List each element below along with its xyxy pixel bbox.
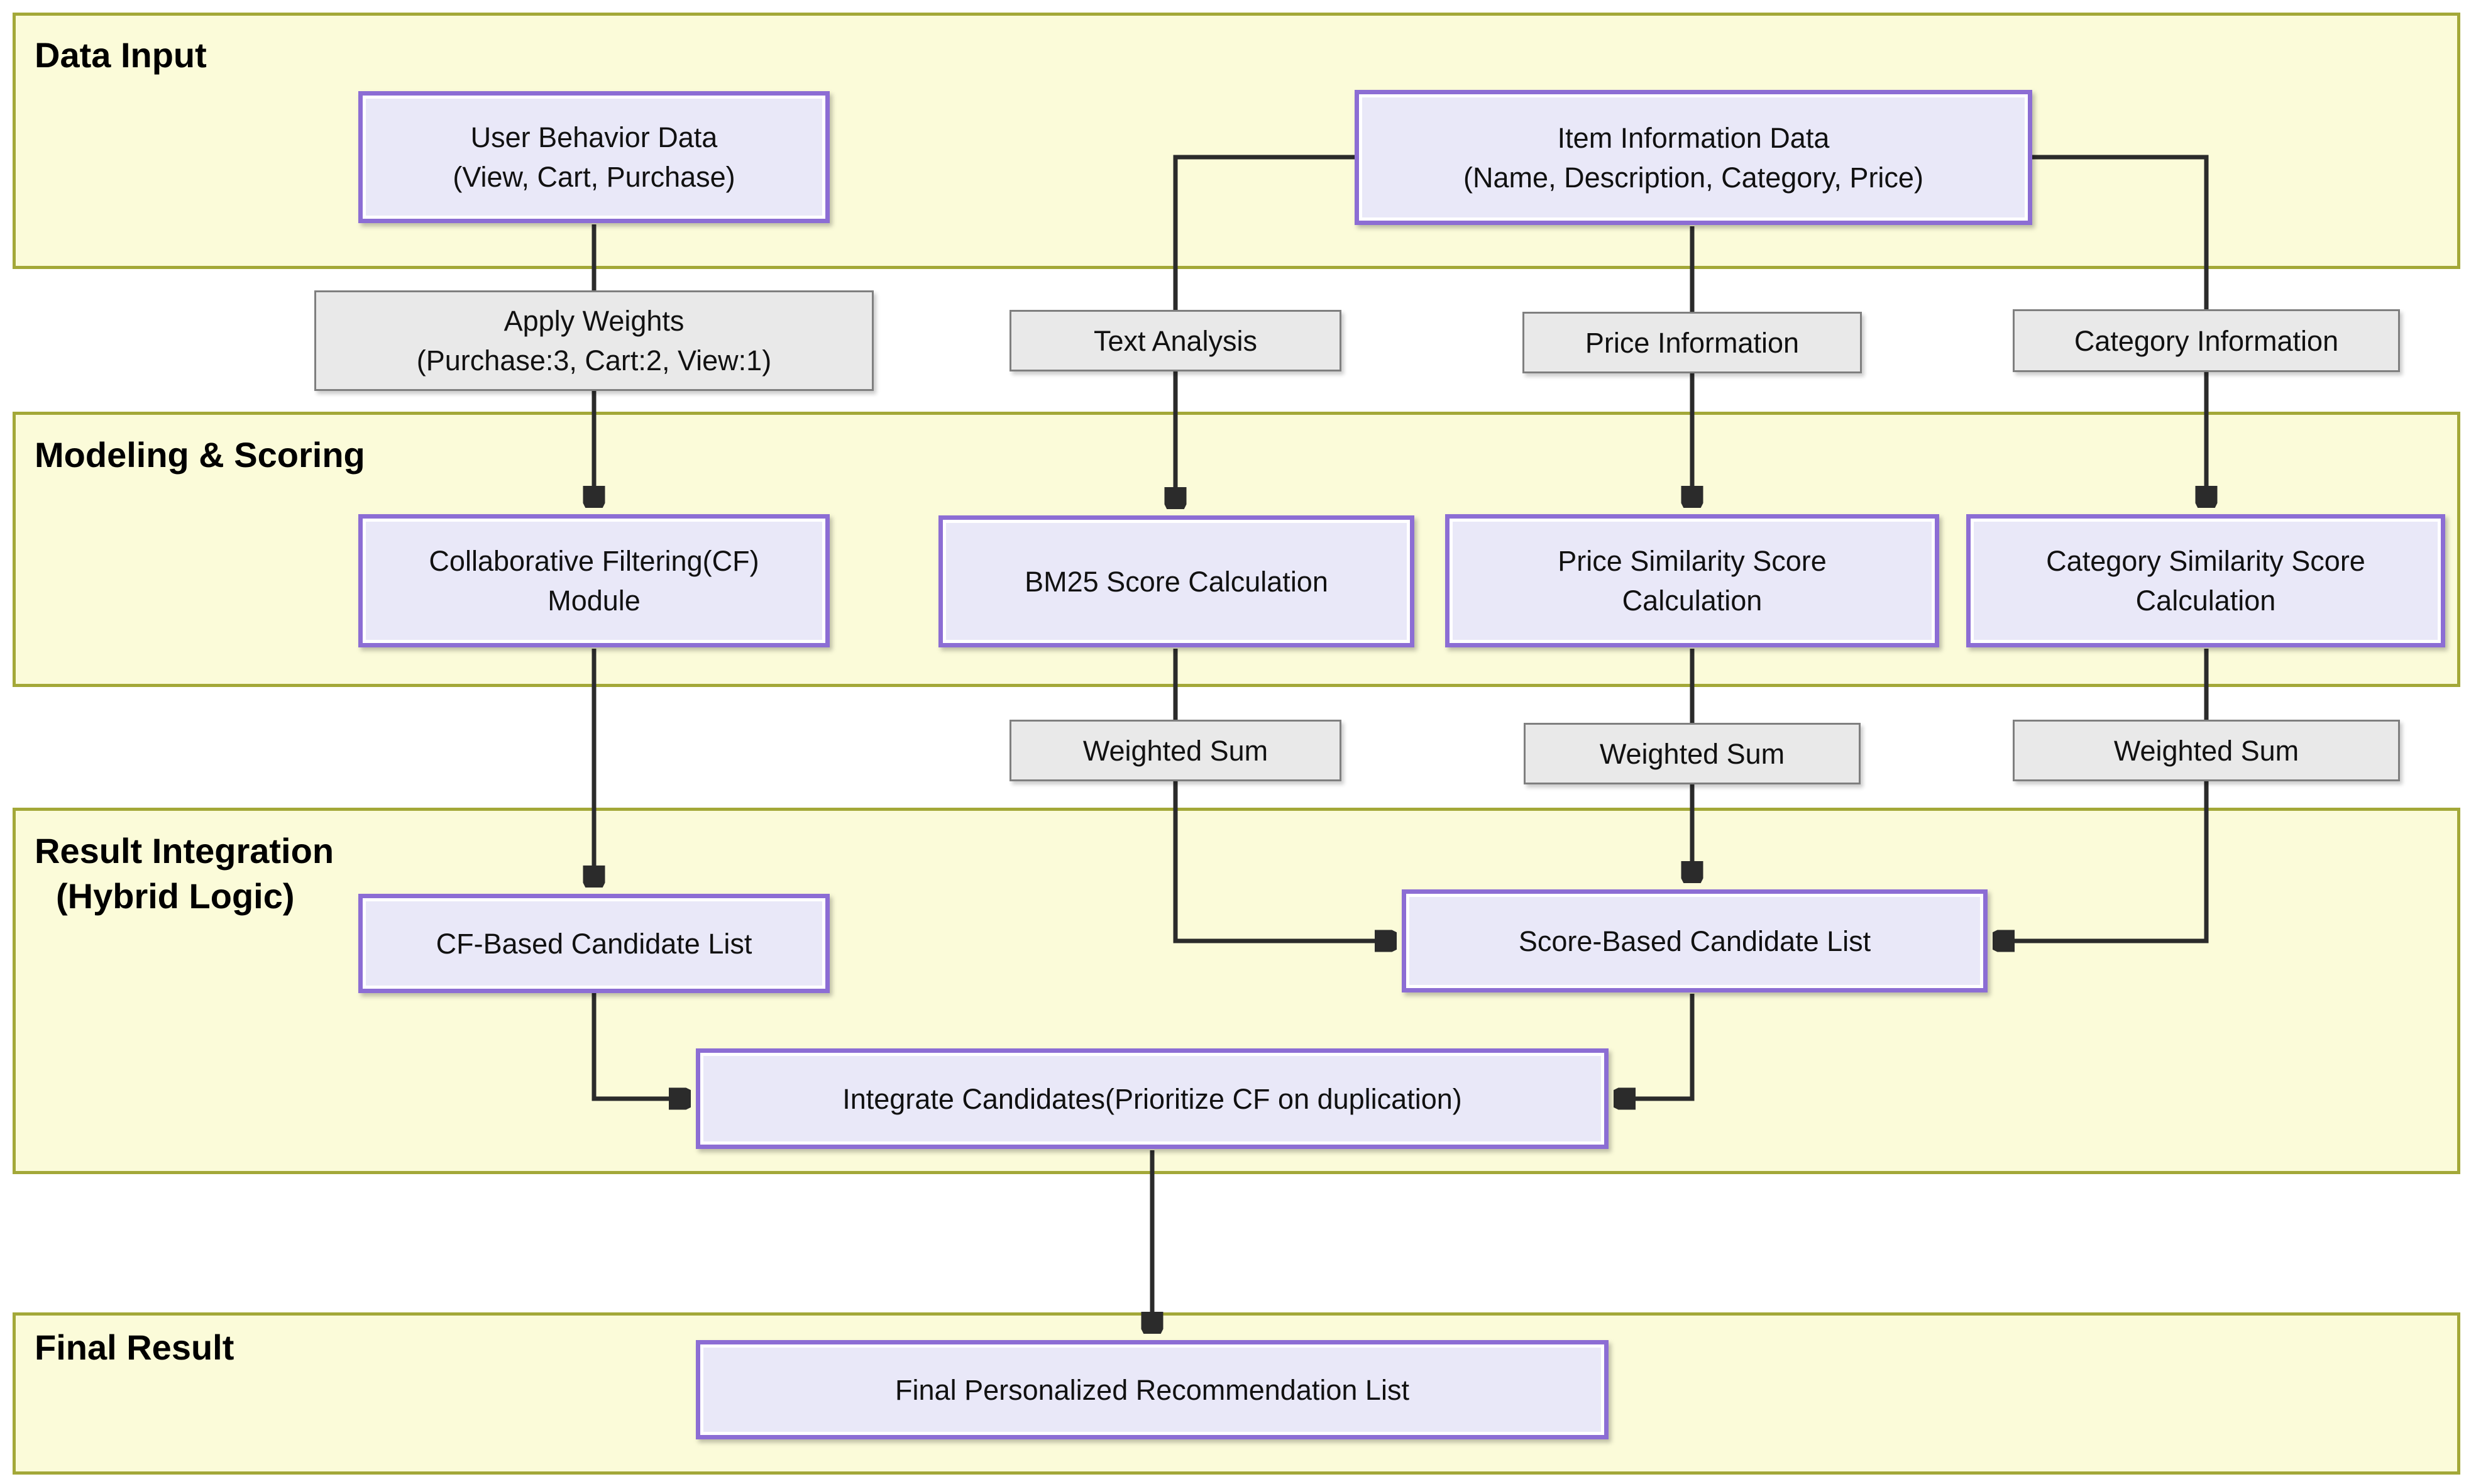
section-title-line2: (Hybrid Logic) bbox=[56, 876, 295, 916]
node-text-line1: Collaborative Filtering(CF) bbox=[429, 545, 759, 577]
section-title-text: Final Result bbox=[35, 1327, 234, 1367]
edge-label-line1: Weighted Sum bbox=[1599, 737, 1785, 770]
node-text-line2: (View, Cart, Purchase) bbox=[453, 161, 735, 193]
node-score-based-candidate-list: Score-Based Candidate List bbox=[1402, 889, 1988, 992]
node-category-similarity-score: Category Similarity Score Calculation bbox=[1966, 514, 2445, 647]
edge-label-weighted-sum-bm25: Weighted Sum bbox=[1010, 720, 1341, 781]
node-item-information-data: Item Information Data (Name, Description… bbox=[1355, 90, 2032, 225]
arrow-cf-list-to-integrate bbox=[591, 993, 691, 1099]
section-title-result-integration: Result Integration (Hybrid Logic) bbox=[35, 828, 334, 918]
node-text-line1: Integrate Candidates(Prioritize CF on du… bbox=[842, 1082, 1462, 1115]
node-text-line1: Category Similarity Score bbox=[2046, 545, 2365, 577]
edge-label-line1: Text Analysis bbox=[1093, 324, 1258, 357]
section-title-text: Modeling & Scoring bbox=[35, 435, 365, 475]
node-text-line2: (Name, Description, Category, Price) bbox=[1463, 161, 1923, 194]
node-text-line1: Final Personalized Recommendation List bbox=[895, 1373, 1409, 1406]
edge-label-line1: Weighted Sum bbox=[1082, 734, 1268, 767]
node-price-similarity-score: Price Similarity Score Calculation bbox=[1445, 514, 1939, 647]
section-title-data-input: Data Input bbox=[35, 33, 207, 78]
node-text-line2: Calculation bbox=[1622, 585, 1763, 617]
section-title-final-result: Final Result bbox=[35, 1325, 234, 1370]
edge-label-line1: Price Information bbox=[1585, 326, 1800, 359]
node-text-line1: Item Information Data bbox=[1557, 121, 1830, 154]
node-collaborative-filtering-module: Collaborative Filtering(CF) Module bbox=[358, 514, 830, 647]
section-title-text: Data Input bbox=[35, 35, 207, 75]
arrow-score-list-to-integrate bbox=[1614, 994, 1695, 1099]
edge-label-line1: Weighted Sum bbox=[2113, 734, 2299, 767]
arrow-bm25-to-score-list bbox=[1173, 649, 1397, 941]
edge-label-weighted-sum-price: Weighted Sum bbox=[1524, 723, 1861, 784]
node-final-recommendation-list: Final Personalized Recommendation List bbox=[696, 1340, 1609, 1439]
edge-label-line1: Category Information bbox=[2074, 324, 2339, 357]
node-text-line1: User Behavior Data bbox=[470, 121, 718, 153]
node-text-line1: Price Similarity Score bbox=[1558, 545, 1827, 577]
edge-label-weighted-sum-category: Weighted Sum bbox=[2013, 720, 2400, 781]
node-text-line2: Module bbox=[547, 585, 641, 617]
arrow-item-info-to-category-similarity bbox=[2031, 155, 2206, 508]
edge-label-category-information: Category Information bbox=[2013, 309, 2400, 372]
edge-label-line1: Apply Weights bbox=[503, 305, 685, 337]
edge-label-price-information: Price Information bbox=[1522, 312, 1862, 373]
section-title-line1: Result Integration bbox=[35, 831, 334, 871]
node-bm25-score-calculation: BM25 Score Calculation bbox=[938, 515, 1414, 647]
node-text-line1: BM25 Score Calculation bbox=[1025, 565, 1328, 598]
node-cf-based-candidate-list: CF-Based Candidate List bbox=[358, 894, 830, 993]
section-title-modeling-scoring: Modeling & Scoring bbox=[35, 432, 365, 478]
edge-label-line2: (Purchase:3, Cart:2, View:1) bbox=[416, 344, 772, 376]
edge-label-text-analysis: Text Analysis bbox=[1010, 310, 1341, 371]
edge-label-apply-weights: Apply Weights (Purchase:3, Cart:2, View:… bbox=[314, 290, 874, 391]
node-text-line2: Calculation bbox=[2135, 585, 2276, 617]
node-text-line1: CF-Based Candidate List bbox=[436, 927, 752, 960]
node-text-line1: Score-Based Candidate List bbox=[1518, 925, 1871, 957]
arrow-category-similarity-to-score-list bbox=[1993, 649, 2209, 941]
node-integrate-candidates: Integrate Candidates(Prioritize CF on du… bbox=[696, 1048, 1609, 1149]
node-user-behavior-data: User Behavior Data (View, Cart, Purchase… bbox=[358, 91, 830, 223]
arrow-item-info-to-bm25 bbox=[1175, 155, 1355, 509]
